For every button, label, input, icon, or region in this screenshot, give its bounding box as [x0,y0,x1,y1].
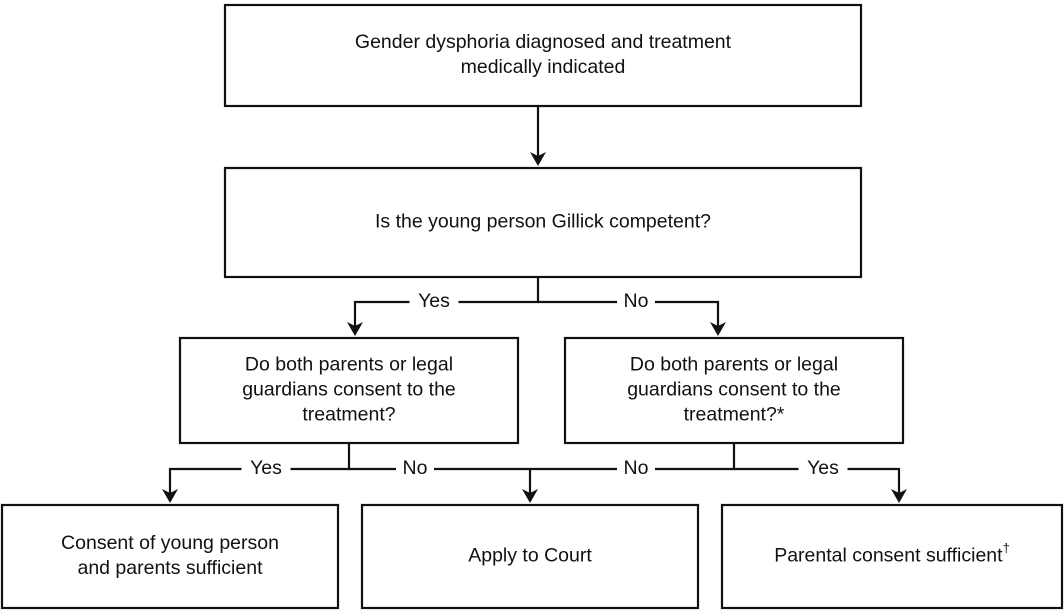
node-gillick: Is the young person Gillick competent? [223,166,863,279]
edge-label-edge-consent-right-yes: Yes [807,457,839,479]
node-label-outcome-parental-consent: Parental consent sufficient† [774,540,1010,566]
node-group: Gender dysphoria diagnosed and treatment… [0,3,1064,610]
node-start: Gender dysphoria diagnosed and treatment… [223,3,863,108]
arrowhead-outcome-consent-young-person [162,489,178,503]
connector-group [162,106,907,503]
node-box-outcome-parental-consent [720,503,1064,610]
connector-consent-right-to-outcome-parental-consent [734,467,901,497]
arrowhead-consent-left [347,322,363,336]
node-outcome-parental-consent: Parental consent sufficient† [720,503,1064,610]
edge-label-edge-gillick-no: No [624,290,649,312]
edge-label-backdrop [617,290,655,314]
node-consent-left: Do both parents or legal guardians consen… [178,336,520,445]
edge-label-backdrop [396,457,434,481]
node-label-consent-right: Do both parents or legal [630,354,838,376]
arrowhead-outcome-apply-court [522,489,538,503]
node-label-consent-left: guardians consent to the [242,379,456,401]
edge-label-backdrop [617,457,655,481]
arrowhead-gillick [530,152,546,166]
node-box-gillick [223,166,863,279]
edge-label-edge-consent-left-no: No [403,457,428,479]
node-box-consent-right [563,336,905,445]
connector-consent-left-to-outcome-apply-court [349,467,532,497]
node-consent-right: Do both parents or legal guardians consen… [563,336,905,445]
edge-label-edge-gillick-yes: Yes [418,290,450,312]
node-label-consent-right: guardians consent to the [627,379,841,401]
node-label-outcome-consent-young-person: Consent of young person [61,532,279,554]
node-label-consent-left: treatment? [302,404,395,426]
edge-label-edge-consent-left-yes: Yes [250,457,282,479]
edge-label-backdrop [409,290,459,314]
connector-gillick-to-consent-right [538,300,720,330]
node-box-outcome-apply-court [360,503,700,610]
edge-label-backdrop [241,457,291,481]
node-label-consent-right: treatment?* [684,404,785,426]
node-label-start: Gender dysphoria diagnosed and treatment [355,31,732,53]
arrowhead-outcome-parental-consent [891,489,907,503]
node-outcome-consent-young-person: Consent of young person and parents suffi… [0,503,340,610]
node-label-start: medically indicated [461,56,626,78]
node-label-consent-left: Do both parents or legal [245,354,453,376]
node-label-outcome-apply-court: Apply to Court [468,545,592,567]
superscript-marker: † [1003,540,1010,555]
edge-label-edge-consent-right-no: No [624,457,649,479]
node-box-start [223,3,863,108]
node-box-consent-left [178,336,520,445]
node-label-gillick: Is the young person Gillick competent? [375,211,711,233]
node-label-outcome-consent-young-person: and parents sufficient [77,557,263,579]
edge-label-backdrop [798,457,848,481]
arrowhead-consent-right [710,322,726,336]
node-box-outcome-consent-young-person [0,503,340,610]
node-outcome-apply-court: Apply to Court [360,503,700,610]
